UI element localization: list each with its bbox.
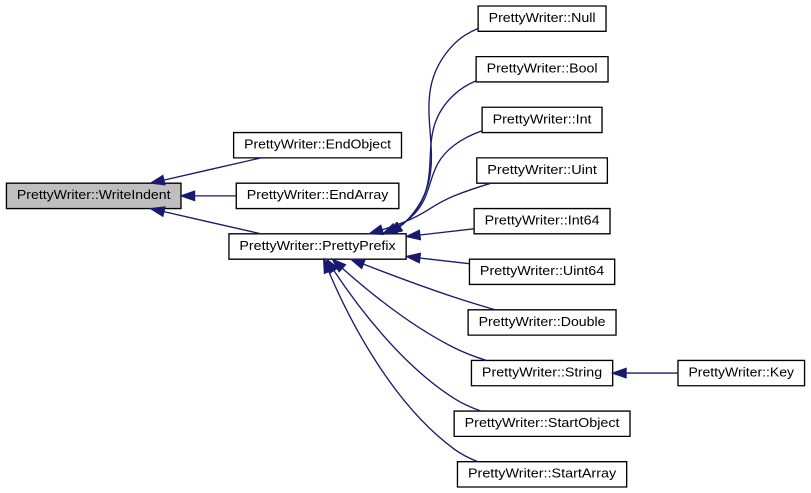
svg-text:PrettyWriter::Key: PrettyWriter::Key	[688, 364, 794, 379]
svg-text:PrettyWriter::StartObject: PrettyWriter::StartObject	[465, 415, 620, 430]
svg-text:PrettyWriter::StartArray: PrettyWriter::StartArray	[468, 466, 617, 481]
svg-text:PrettyWriter::Uint64: PrettyWriter::Uint64	[480, 263, 605, 278]
svg-text:PrettyWriter::WriteIndent: PrettyWriter::WriteIndent	[17, 187, 171, 202]
svg-text:PrettyWriter::Uint: PrettyWriter::Uint	[487, 162, 597, 177]
svg-text:PrettyWriter::Null: PrettyWriter::Null	[489, 10, 596, 25]
svg-text:PrettyWriter::EndObject: PrettyWriter::EndObject	[244, 137, 391, 152]
svg-text:PrettyWriter::EndArray: PrettyWriter::EndArray	[247, 187, 389, 202]
svg-text:PrettyWriter::Bool: PrettyWriter::Bool	[487, 61, 598, 76]
svg-text:PrettyWriter::String: PrettyWriter::String	[482, 364, 602, 379]
svg-text:PrettyWriter::Int64: PrettyWriter::Int64	[485, 213, 601, 228]
svg-text:PrettyWriter::PrettyPrefix: PrettyWriter::PrettyPrefix	[239, 238, 396, 253]
svg-text:PrettyWriter::Int: PrettyWriter::Int	[493, 111, 592, 126]
svg-text:PrettyWriter::Double: PrettyWriter::Double	[479, 314, 606, 329]
